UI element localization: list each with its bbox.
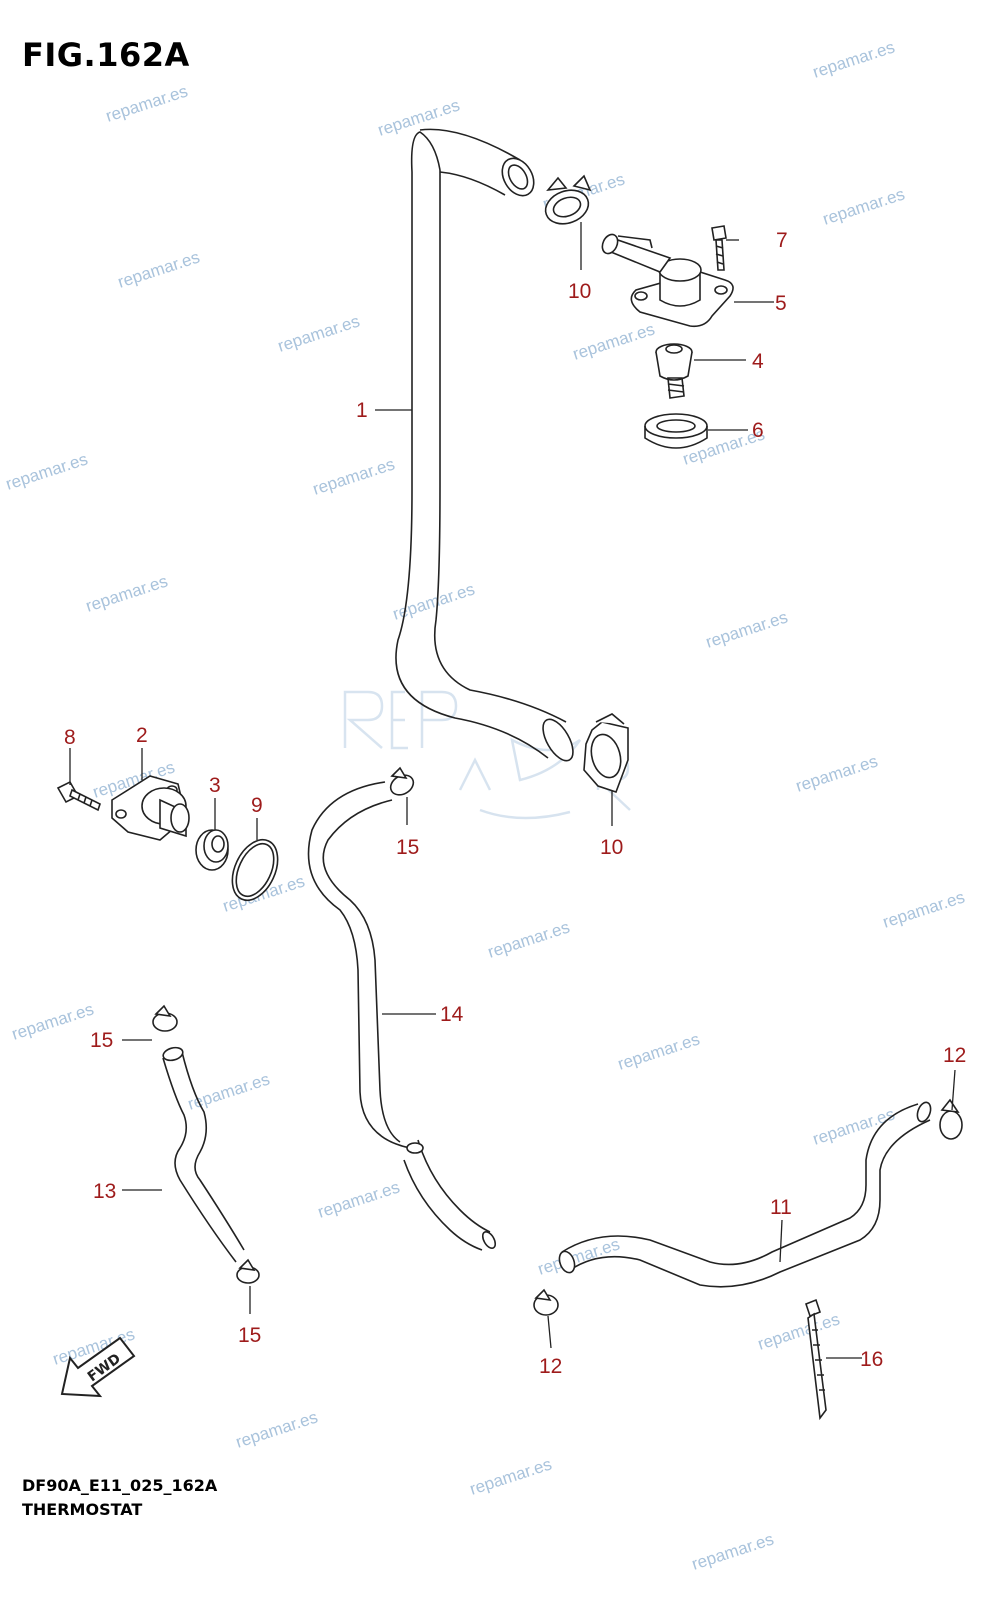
watermark: repamar.es xyxy=(755,1309,842,1353)
hose-clamp-10-lower xyxy=(583,713,629,794)
figure-code: DF90A_E11_025_162A xyxy=(22,1476,218,1495)
watermark: repamar.es xyxy=(467,1454,554,1498)
watermark: repamar.es xyxy=(310,454,397,498)
watermark: repamar.es xyxy=(810,37,897,81)
callout-5: 5 xyxy=(775,292,787,315)
callout-8: 8 xyxy=(64,726,76,749)
watermark: repamar.es xyxy=(275,311,362,355)
callout-2: 2 xyxy=(136,724,148,747)
watermark: repamar.es xyxy=(485,917,572,961)
callout-1: 1 xyxy=(356,399,368,422)
watermark: repamar.es xyxy=(793,751,880,795)
callout-16: 16 xyxy=(860,1348,883,1371)
watermark: repamar.es xyxy=(615,1029,702,1073)
hose-clamp-10-upper xyxy=(544,174,592,225)
callout-11: 11 xyxy=(770,1196,792,1219)
watermark: repamar.es xyxy=(233,1407,320,1451)
hose-13 xyxy=(162,1046,245,1263)
figure-name: THERMOSTAT xyxy=(22,1500,143,1519)
bolt-7 xyxy=(711,225,727,271)
callout-4: 4 xyxy=(752,350,764,373)
thermostat-4 xyxy=(655,343,693,399)
cable-tie-16 xyxy=(805,1298,827,1421)
watermark: repamar.es xyxy=(880,887,967,931)
callout-9: 9 xyxy=(251,794,263,817)
watermark: repamar.es xyxy=(703,607,790,651)
figure-title: FIG.162A xyxy=(22,36,190,74)
watermark: repamar.es xyxy=(315,1177,402,1221)
callout-14: 14 xyxy=(440,1003,464,1026)
seal-6 xyxy=(644,413,708,449)
watermark: repamar.es xyxy=(810,1104,897,1148)
bolt-8 xyxy=(56,780,101,812)
callout-15-left-upper: 15 xyxy=(90,1029,113,1052)
callout-7: 7 xyxy=(776,229,788,252)
callout-12-right: 12 xyxy=(943,1044,966,1067)
o-ring-9 xyxy=(231,838,279,902)
watermark: repamar.es xyxy=(185,1069,272,1113)
callout-10-lower: 10 xyxy=(600,836,623,859)
callout-10-upper: 10 xyxy=(568,280,591,303)
watermark: repamar.es xyxy=(3,449,90,493)
thermostat-cover-5 xyxy=(601,233,734,328)
hose-1 xyxy=(395,128,574,762)
callouts: 1 10 7 5 4 6 8 2 3 9 15 10 14 15 12 13 1… xyxy=(64,229,966,1378)
leader-lines xyxy=(69,222,956,1359)
hose-clamp-15-left-upper xyxy=(152,1004,178,1032)
callout-12-left: 12 xyxy=(539,1355,562,1378)
callout-15-left-lower: 15 xyxy=(238,1324,261,1347)
hose-clamp-12-right xyxy=(939,1098,963,1140)
callout-6: 6 xyxy=(752,419,764,442)
watermark: repamar.es xyxy=(103,81,190,125)
watermark: repamar.es xyxy=(570,319,657,363)
watermark: repamar.es xyxy=(689,1529,776,1573)
hose-clamp-12-left xyxy=(533,1288,559,1316)
hose-clamp-15-left-lower xyxy=(236,1258,260,1284)
hose-14 xyxy=(307,781,497,1251)
valve-3 xyxy=(195,829,229,871)
housing-2 xyxy=(111,775,190,841)
callout-13: 13 xyxy=(93,1180,116,1203)
watermark: repamar.es xyxy=(83,571,170,615)
hose-clamp-15-upper xyxy=(389,766,415,796)
callout-3: 3 xyxy=(209,774,221,797)
callout-15-upper: 15 xyxy=(396,836,419,859)
hose-11 xyxy=(558,1101,932,1288)
watermark: repamar.es xyxy=(820,184,907,228)
watermark: repamar.es xyxy=(9,999,96,1043)
watermark: repamar.es xyxy=(115,247,202,291)
